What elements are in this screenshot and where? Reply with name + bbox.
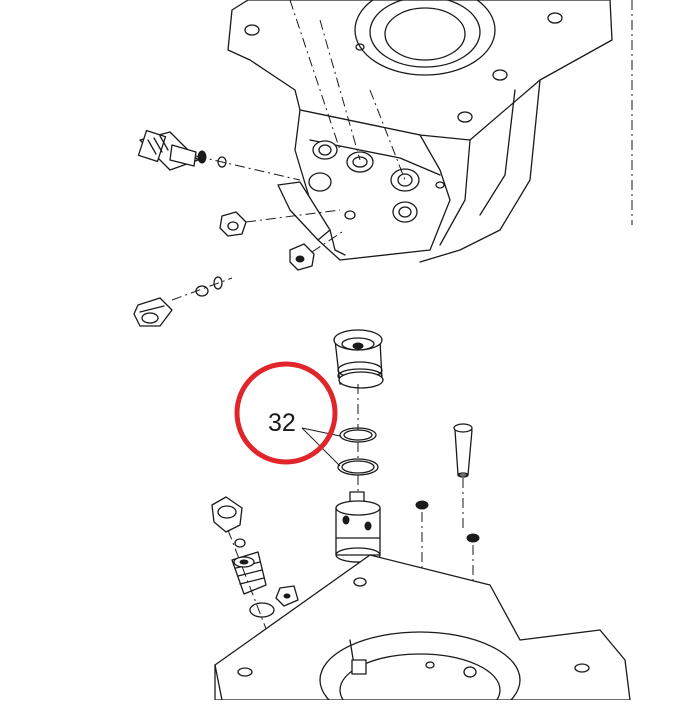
- hex-plug-upper: [219, 209, 341, 237]
- relief-valve-cartridge: [137, 129, 301, 181]
- o-ring-upper: [339, 427, 377, 443]
- valve-spool-cap: [333, 329, 384, 430]
- highlight-circle: [234, 361, 338, 465]
- lower-pump-housing: [214, 554, 631, 705]
- hex-plug-lower: [289, 229, 346, 271]
- valve-body: [335, 475, 381, 600]
- part-callout: 32: [234, 361, 341, 467]
- part-number-label: 32: [268, 409, 296, 437]
- upper-pump-housing: [227, 0, 633, 263]
- o-ring-lower: [337, 442, 379, 476]
- adjusting-screw-assembly: [211, 496, 299, 661]
- drain-plug: [133, 276, 233, 327]
